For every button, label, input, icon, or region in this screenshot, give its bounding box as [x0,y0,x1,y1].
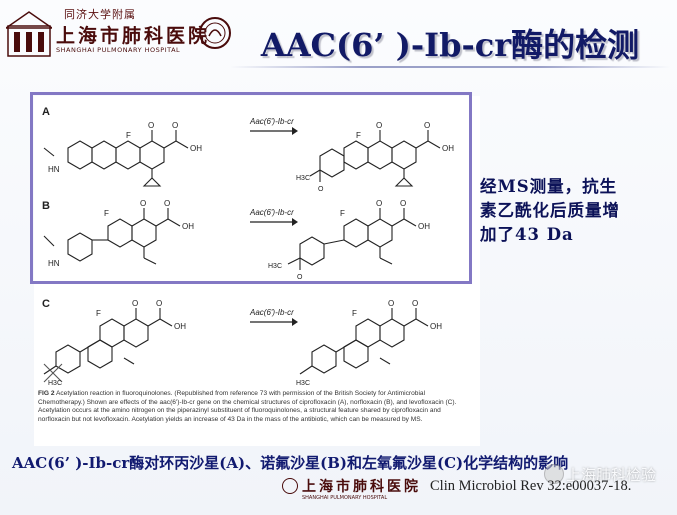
hospital-logo: 同济大学附属 上海市肺科医院 SHANGHAI PULMONARY HOSPIT… [6,4,236,62]
hospital-building-icon [6,11,52,57]
atom-o: O [400,199,406,208]
atom-f: F [96,309,101,318]
enzyme-label-a: Aac(6')-Ib-cr [250,117,294,126]
atom-hn: HN [48,259,60,268]
atom-oh: OH [190,144,202,153]
side-note-line-2: 素乙酰化后质量增 [480,201,620,220]
panel-label-b: B [42,200,50,212]
reaction-arrow-a [250,127,298,135]
atom-h3c: H3C [296,380,310,387]
footer-emblem-icon [282,478,298,494]
atom-oh: OH [430,322,442,331]
watermark-icon [544,464,564,484]
side-note-line-3: 加了43 Da [480,225,574,244]
enzyme-label-c: Aac(6')-Ib-cr [250,308,294,317]
atom-hn: HN [48,165,60,174]
university-affiliation: 同济大学附属 [64,8,136,21]
atom-f: F [352,309,357,318]
footer-hospital-name-cn: 上海市肺科医院 [302,479,421,495]
atom-h3c: H3C [48,380,62,387]
levofloxacin-structure: F O O OH H3C [43,299,186,387]
atom-oh: OH [174,322,186,331]
atom-o: O [388,299,394,308]
atom-f: F [104,209,109,218]
ms-measurement-note: 经MS测量，抗生 素乙酰化后质量增 加了43 Da [480,175,670,247]
acetyl-norfloxacin-structure: H3C O F O O OH [268,199,430,281]
caption-lead: FIG 2 [38,390,55,397]
hospital-name-en: SHANGHAI PULMONARY HOSPITAL [56,46,181,54]
bottom-caption: AAC(6’ )-Ib-cr酶对环丙沙星(A)、诺氟沙星(B)和左氧氟沙星(C)… [12,454,569,472]
atom-f: F [340,209,345,218]
panel-label-c: C [42,298,50,310]
enzyme-label-b: Aac(6')-Ib-cr [250,208,294,217]
atom-oh: OH [418,222,430,231]
atom-o: O [148,121,154,130]
atom-o: O [132,299,138,308]
atom-oh: OH [182,222,194,231]
atom-o: O [297,274,303,281]
hospital-name-cn: 上海市肺科医院 [56,25,211,47]
header-divider [230,66,670,68]
slide-title: AAC(6’ )-Ib-cr酶的检测 [260,26,640,64]
atom-h3c: H3C [268,263,282,270]
footer-hospital-logo: 上海市肺科医院 SHANGHAI PULMONARY HOSPITAL [280,474,418,508]
atom-o: O [376,199,382,208]
atom-o: O [156,299,162,308]
atom-o: O [318,186,324,192]
footer-hospital-name-en: SHANGHAI PULMONARY HOSPITAL [302,495,388,501]
acetyl-ciprofloxacin-structure: H3C O F O O OH [296,121,454,192]
hospital-seal-icon [199,17,231,49]
atom-o: O [412,299,418,308]
atom-o: O [376,121,382,130]
atom-o: O [424,121,430,130]
reaction-arrow-b [250,218,298,226]
side-note-line-1: 经MS测量，抗生 [480,177,618,196]
atom-f: F [126,131,131,140]
caption-body: (Republished from reference 73 with perm… [38,390,457,423]
atom-o: O [140,199,146,208]
atom-f: F [356,131,361,140]
ciprofloxacin-structure: HN F O O OH [43,121,202,187]
atom-h3c: H3C [296,175,310,182]
caption-title: Acetylation reaction in fluoroquinolones… [55,390,173,397]
panel-label-a: A [42,106,50,118]
figure-caption: FIG 2 Acetylation reaction in fluoroquin… [38,390,468,424]
atom-o: O [172,121,178,130]
atom-oh: OH [442,144,454,153]
watermark: 上海肺科检验 [540,460,670,488]
reaction-arrow-c [250,318,298,326]
highlight-box-ab [30,92,472,284]
journal-reference: Clin Microbiol Rev 32:e00037-18. [430,478,632,494]
atom-o: O [164,199,170,208]
norfloxacin-structure: HN F O O OH [43,199,194,268]
levofloxacin-product-structure: F O O OH H3C [296,299,442,387]
figure-panel [34,96,480,446]
watermark-text: 上海肺科检验 [566,466,657,484]
